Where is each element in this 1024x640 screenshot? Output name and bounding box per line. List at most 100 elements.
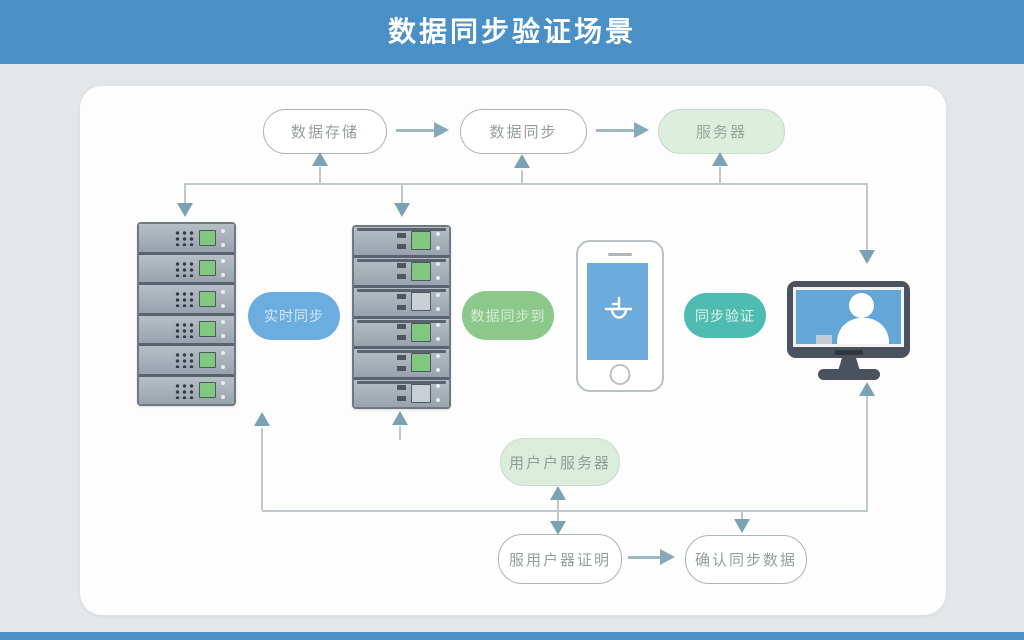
keypad-dots (173, 259, 194, 277)
monitor-button (834, 350, 863, 355)
server-unit (139, 254, 234, 285)
arrow-down-icon (177, 203, 193, 217)
rack-knobs (436, 232, 441, 250)
connector-line (319, 167, 321, 184)
label-realtime-sync-text: 实时同步 (264, 308, 324, 324)
monitor-stand-base (818, 369, 880, 380)
drive-slits (397, 293, 406, 310)
rack-knobs (221, 259, 226, 277)
phone-screen (587, 263, 648, 360)
connector-line (557, 498, 559, 524)
arrow-line-bottom (628, 556, 662, 559)
rack-knobs (436, 262, 441, 280)
arrow-right-icon (660, 549, 675, 565)
arrow-up-icon (312, 152, 328, 166)
connector-line (521, 170, 523, 184)
node-server-label: 服务器 (695, 124, 747, 141)
led-indicator (199, 290, 216, 307)
led-indicator (411, 383, 431, 403)
server-rack-icon (137, 222, 236, 406)
drive-slits (397, 354, 406, 371)
rack-knobs (436, 354, 441, 372)
keypad-dots (173, 320, 194, 338)
rack-knobs (221, 320, 226, 338)
keypad-dots (173, 351, 194, 369)
led-indicator (199, 260, 216, 277)
connector-rail-bottom (262, 510, 868, 512)
arrow-up-icon (712, 152, 728, 166)
led-indicator (199, 382, 216, 399)
monitor-screen (796, 290, 901, 344)
led-indicator (411, 261, 431, 281)
arrow-up-icon (550, 486, 566, 500)
server-rack-icon (352, 225, 451, 409)
arrow-up-icon (254, 412, 270, 426)
label-sync-verify-text: 同步验证 (695, 307, 755, 324)
arrow-down-icon (734, 519, 750, 533)
drive-slits (397, 385, 406, 402)
rack-knobs (221, 229, 226, 247)
led-indicator (411, 322, 431, 342)
keypad-dots (173, 290, 194, 308)
server-unit (354, 227, 449, 258)
connector-line (261, 428, 263, 510)
screen-gray-block (816, 335, 832, 344)
arrow-line-top-1 (396, 129, 436, 132)
server-unit (139, 285, 234, 316)
connector-line (741, 510, 743, 520)
monitor-icon (787, 281, 910, 358)
arrow-up-icon (392, 411, 408, 425)
user-silhouette-body (837, 318, 889, 344)
node-user-verify: 服用户器证明 (498, 534, 622, 584)
arrow-down-icon (859, 250, 875, 264)
smartphone-icon (576, 240, 664, 392)
server-unit (354, 257, 449, 288)
label-sync-verify: 同步验证 (684, 293, 766, 338)
rack-knobs (221, 381, 226, 399)
footer-strip (0, 632, 1024, 640)
led-indicator (411, 353, 431, 373)
node-data-sync-label: 数据同步 (489, 124, 558, 141)
rack-knobs (436, 384, 441, 402)
server-unit (139, 224, 234, 255)
charging-plug-icon (604, 296, 632, 319)
arrow-right-icon (434, 122, 449, 138)
connector-line (184, 183, 186, 205)
phone-home-button (609, 364, 631, 385)
arrow-line-top-2 (596, 129, 636, 132)
server-unit (354, 318, 449, 349)
server-unit (354, 379, 449, 407)
node-user-server-label: 用户户服务器 (508, 454, 611, 472)
phone-speaker (608, 253, 632, 256)
keypad-dots (173, 381, 194, 399)
node-user-verify-label: 服用户器证明 (508, 551, 611, 569)
led-indicator (199, 321, 216, 338)
server-unit (139, 376, 234, 404)
arrow-right-icon (634, 122, 649, 138)
connector-line (866, 183, 868, 252)
server-unit (139, 315, 234, 346)
node-confirm-sync: 确认同步数据 (685, 535, 807, 584)
server-unit (139, 346, 234, 377)
title-bar: 数据同步验证场景 (0, 0, 1024, 64)
label-data-sync-to: 数据同步到 (462, 291, 554, 340)
rack-knobs (436, 293, 441, 311)
connector-rail-top (185, 183, 868, 185)
arrow-up-icon (514, 154, 530, 168)
node-data-sync: 数据同步 (460, 109, 587, 154)
node-user-server: 用户户服务器 (500, 438, 620, 486)
server-unit (354, 288, 449, 319)
connector-line (719, 167, 721, 184)
led-indicator (199, 229, 216, 246)
drive-slits (397, 263, 406, 280)
rack-knobs (221, 290, 226, 308)
led-indicator (199, 351, 216, 368)
page-title: 数据同步验证场景 (387, 16, 636, 47)
node-confirm-sync-label: 确认同步数据 (694, 552, 797, 569)
rack-knobs (221, 351, 226, 369)
node-data-storage-label: 数据存储 (290, 124, 359, 141)
user-silhouette-icon (849, 293, 874, 318)
connector-line (399, 426, 401, 440)
monitor-bezel (793, 287, 904, 347)
